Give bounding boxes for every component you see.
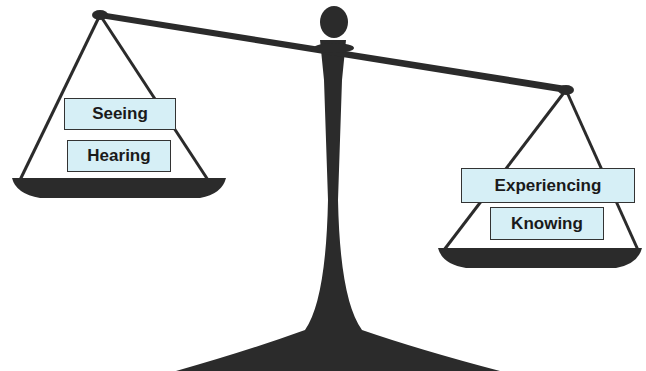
scale-pan <box>438 248 642 268</box>
text-box: Seeing <box>64 98 176 130</box>
box-label: Experiencing <box>495 176 602 196</box>
beam-end <box>558 85 574 95</box>
text-box: Hearing <box>67 140 171 172</box>
text-box: Experiencing <box>461 168 635 203</box>
pivot-knob <box>320 6 348 38</box>
beam-end <box>92 10 108 20</box>
pivot-collar <box>314 43 354 53</box>
box-label: Knowing <box>511 214 583 234</box>
scale-post <box>176 40 500 371</box>
text-box: Knowing <box>490 207 604 240</box>
box-label: Seeing <box>92 104 148 124</box>
box-label: Hearing <box>87 146 150 166</box>
scale-pan <box>12 178 226 198</box>
